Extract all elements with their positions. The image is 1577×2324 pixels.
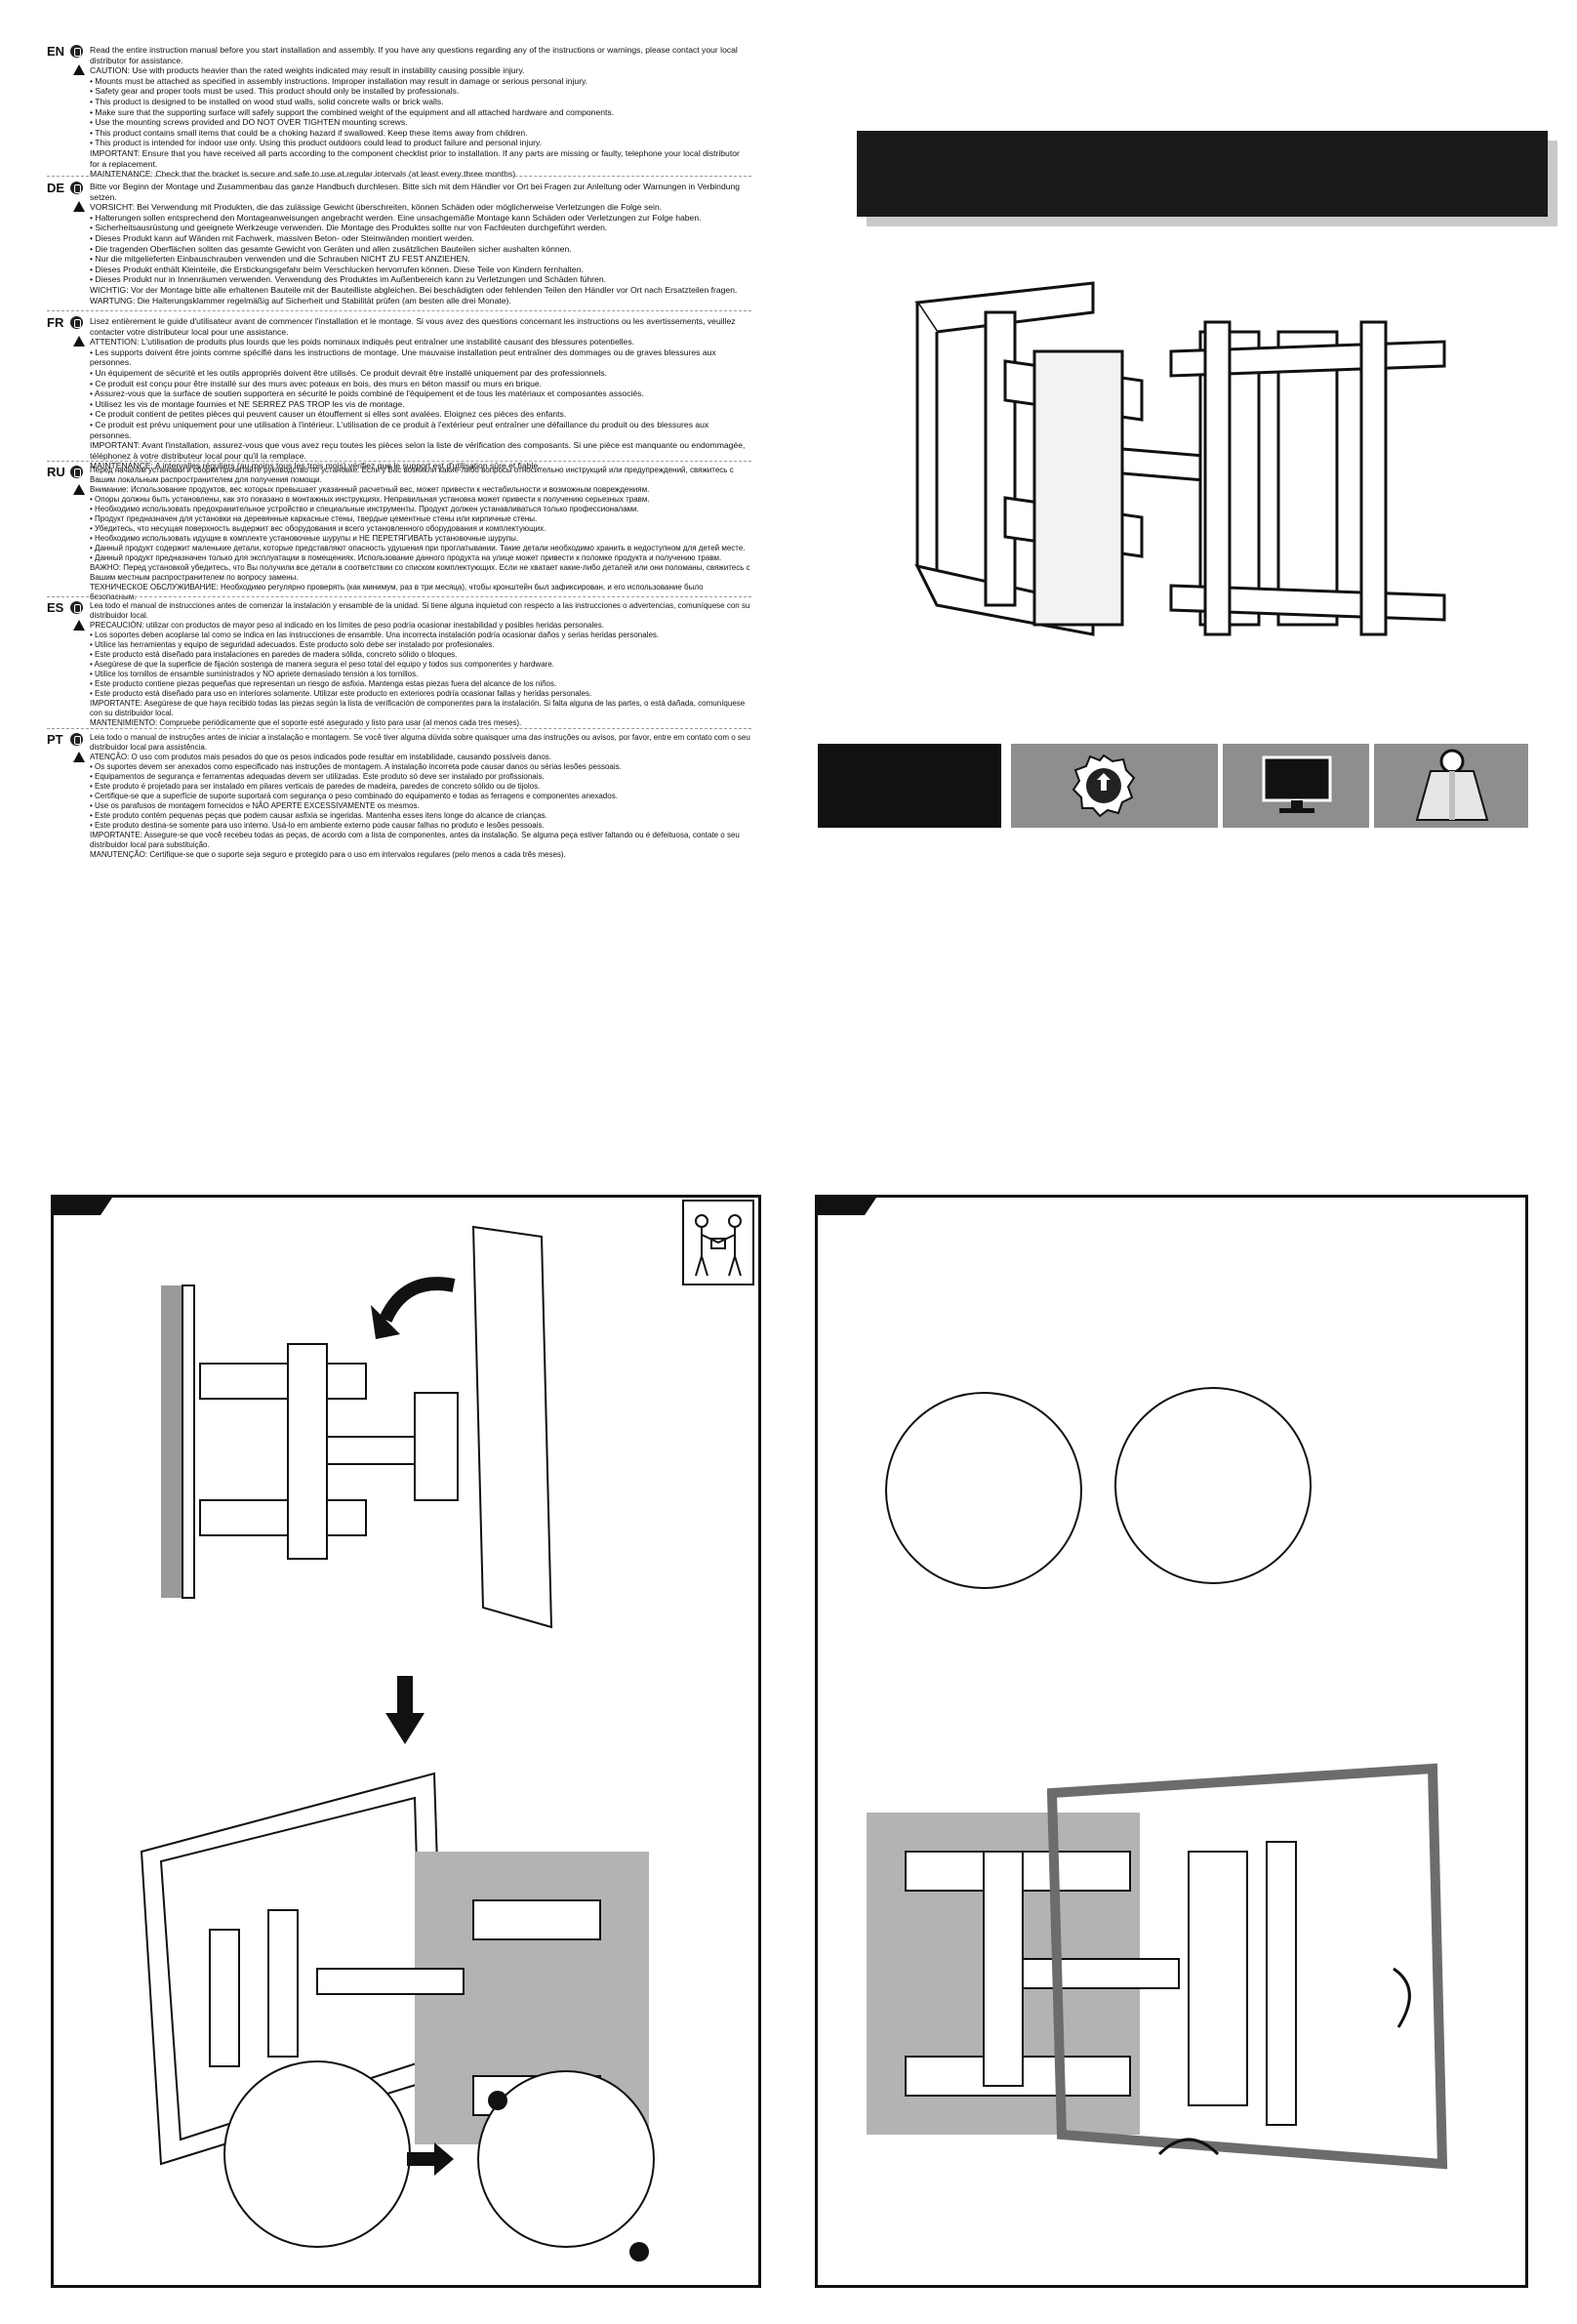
warning-triangle-icon: [73, 620, 85, 631]
divider: [47, 176, 751, 177]
step-tab: [54, 1198, 112, 1215]
weight-icon: [1415, 749, 1489, 821]
divider: [47, 310, 751, 311]
title-bar: [857, 131, 1548, 217]
spec-panel-tv: [1223, 744, 1369, 828]
warning-triangle-icon: [73, 64, 85, 76]
lang-code: FR: [47, 315, 64, 330]
tv-screen-icon: [1262, 755, 1332, 813]
spec-panel-vesa: [1011, 744, 1218, 828]
lang-block-de: DE Bitte vor Beginn der Montage und Zusa…: [47, 182, 751, 306]
step2-tilt-illustration: [867, 1387, 1448, 2170]
lang-code: PT: [47, 732, 63, 747]
step-tab: [818, 1198, 876, 1215]
product-illustration: [914, 281, 1446, 636]
lang-block-es: ES Lea todo el manual de instrucciones a…: [47, 601, 751, 728]
hand-stop-icon: [70, 733, 83, 746]
hand-stop-icon: [70, 316, 83, 329]
step-frame-1: [51, 1195, 761, 2288]
step-frame-2: [815, 1195, 1528, 2288]
lang-block-ru: RU Перед началом установки и сборки проч…: [47, 466, 751, 602]
divider: [47, 596, 751, 597]
lang-block-fr: FR Lisez entièrement le guide d'utilisat…: [47, 316, 751, 471]
lang-text: Перед началом установки и сборки прочита…: [73, 466, 751, 602]
warning-triangle-icon: [73, 336, 85, 347]
warning-triangle-icon: [73, 201, 85, 213]
lang-code: EN: [47, 44, 65, 59]
warning-triangle-icon: [73, 484, 85, 495]
lang-text: Lisez entièrement le guide d'utilisateur…: [73, 316, 751, 471]
step1-attach-illustration: [161, 1225, 553, 1629]
lang-text: Bitte vor Beginn der Montage und Zusamme…: [73, 182, 751, 306]
divider: [47, 728, 751, 729]
lang-code: DE: [47, 181, 65, 195]
lang-text: Lea todo el manual de instrucciones ante…: [73, 601, 751, 728]
vesa-stamp-icon: [1072, 754, 1136, 818]
lang-text: Read the entire instruction manual befor…: [73, 45, 751, 180]
lang-block-pt: PT Leia todo o manual de instruções ante…: [47, 733, 751, 860]
hand-stop-icon: [70, 466, 83, 478]
lang-block-en: EN Read the entire instruction manual be…: [47, 45, 751, 180]
lang-text: Leia todo o manual de instruções antes d…: [73, 733, 751, 860]
warning-triangle-icon: [73, 752, 85, 762]
lang-code: RU: [47, 465, 65, 479]
divider: [47, 461, 751, 462]
hand-stop-icon: [70, 182, 83, 194]
step1-mounted-illustration: [140, 1772, 655, 2262]
hand-stop-icon: [70, 45, 83, 58]
lang-code: ES: [47, 600, 64, 615]
two-person-lift-icon: [682, 1200, 754, 1285]
hand-stop-icon: [70, 601, 83, 614]
spec-panel-dark: [818, 744, 1001, 828]
down-arrow-icon: [385, 1676, 425, 1744]
spec-panel-weight: [1374, 744, 1528, 828]
